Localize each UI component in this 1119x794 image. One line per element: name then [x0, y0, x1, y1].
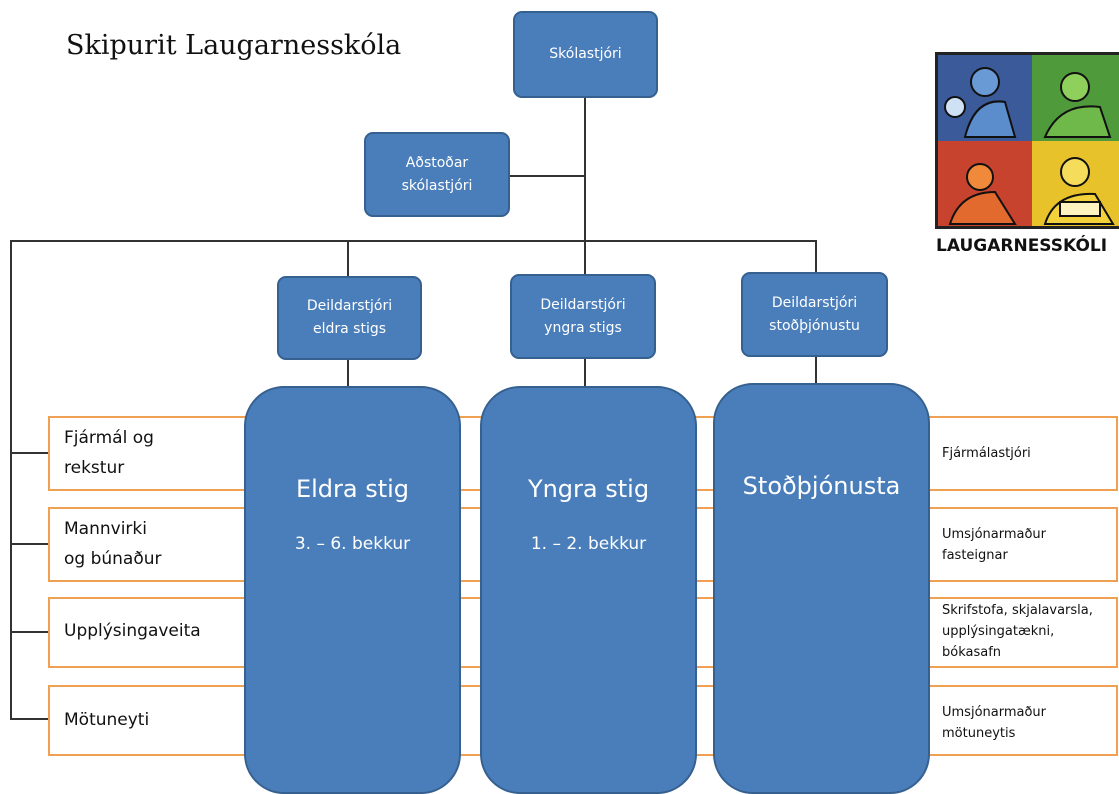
division-grades: 1. – 2. bekkur — [530, 534, 647, 554]
box-line: Deildarstjóri — [540, 296, 626, 313]
division-older: Eldra stig 3. – 6. bekkur — [244, 386, 461, 794]
service-label-left: Mannvirki og búnaður — [64, 514, 162, 574]
box-line: Aðstoðar — [405, 154, 469, 171]
box-line: Deildarstjóri — [306, 298, 393, 314]
label-line: fasteignar — [942, 548, 1008, 563]
connector-line — [10, 452, 50, 454]
label-line: Fjármál og — [64, 428, 154, 448]
school-logo-graphic — [935, 52, 1119, 229]
label-line: Upplýsingaveita — [64, 621, 201, 641]
service-label-right: Umsjónarmaður fasteignar — [942, 524, 1046, 566]
service-label-left: Mötuneyti — [64, 705, 149, 735]
school-logo-icon — [935, 52, 1119, 229]
label-line: upplýsingatækni, — [942, 624, 1055, 639]
service-label-right: Skrifstofa, skjalavarsla, upplýsingatækn… — [942, 600, 1093, 663]
label-line: Umsjónarmaður — [942, 705, 1047, 720]
connector-line — [10, 240, 12, 719]
label-line: mötuneytis — [942, 726, 1016, 741]
assistant-principal-box: Aðstoðar skólastjóri — [364, 132, 510, 217]
connector-line — [815, 356, 817, 384]
box-line: skólastjóri — [401, 177, 473, 194]
box-line: yngra stigs — [544, 319, 622, 336]
service-label-left: Upplýsingaveita — [64, 616, 201, 646]
department-head-support-box: Deildarstjóri stoðþjónustu — [741, 272, 888, 357]
label-line: Mötuneyti — [64, 710, 150, 730]
school-logo-text: LAUGARNESSKÓLI — [936, 236, 1108, 256]
connector-line — [510, 175, 585, 177]
box-line: stoðþjónustu — [769, 317, 860, 334]
division-younger: Yngra stig 1. – 2. bekkur — [480, 386, 697, 794]
service-label-right: Fjármálastjóri — [942, 443, 1031, 464]
service-label-left: Fjármál og rekstur — [64, 423, 154, 483]
label-line: og búnaður — [64, 549, 162, 569]
division-support: Stoðþjónusta — [713, 383, 930, 794]
label-line: bókasafn — [942, 645, 1002, 660]
division-name: Stoðþjónusta — [742, 472, 901, 500]
principal-box: Skólastjóri — [513, 11, 658, 98]
label-line: Umsjónarmaður — [942, 527, 1047, 542]
department-head-older-box: Deildarstjóri eldra stigs — [277, 276, 422, 360]
box-line: eldra stigs — [312, 321, 387, 337]
connector-line — [10, 631, 50, 633]
connector-line — [584, 98, 586, 242]
box-line: Skólastjóri — [549, 46, 622, 62]
connector-line — [10, 240, 817, 242]
connector-line — [10, 718, 50, 720]
connector-line — [347, 358, 349, 386]
connector-line — [815, 240, 817, 274]
connector-line — [584, 240, 586, 276]
box-line: Deildarstjóri — [771, 294, 858, 311]
label-line: rekstur — [64, 458, 125, 478]
chart-title: Skipurit Laugarnesskóla — [66, 30, 402, 61]
division-name: Eldra stig — [295, 475, 410, 503]
service-label-right: Umsjónarmaður mötuneytis — [942, 702, 1046, 744]
connector-line — [10, 543, 50, 545]
division-name: Yngra stig — [527, 475, 650, 503]
division-grades: 3. – 6. bekkur — [294, 534, 411, 554]
department-head-younger-box: Deildarstjóri yngra stigs — [510, 274, 656, 359]
label-line: Skrifstofa, skjalavarsla, — [942, 603, 1093, 618]
label-line: Fjármálastjóri — [942, 446, 1031, 461]
connector-line — [584, 358, 586, 386]
connector-line — [347, 240, 349, 278]
label-line: Mannvirki — [64, 519, 147, 539]
